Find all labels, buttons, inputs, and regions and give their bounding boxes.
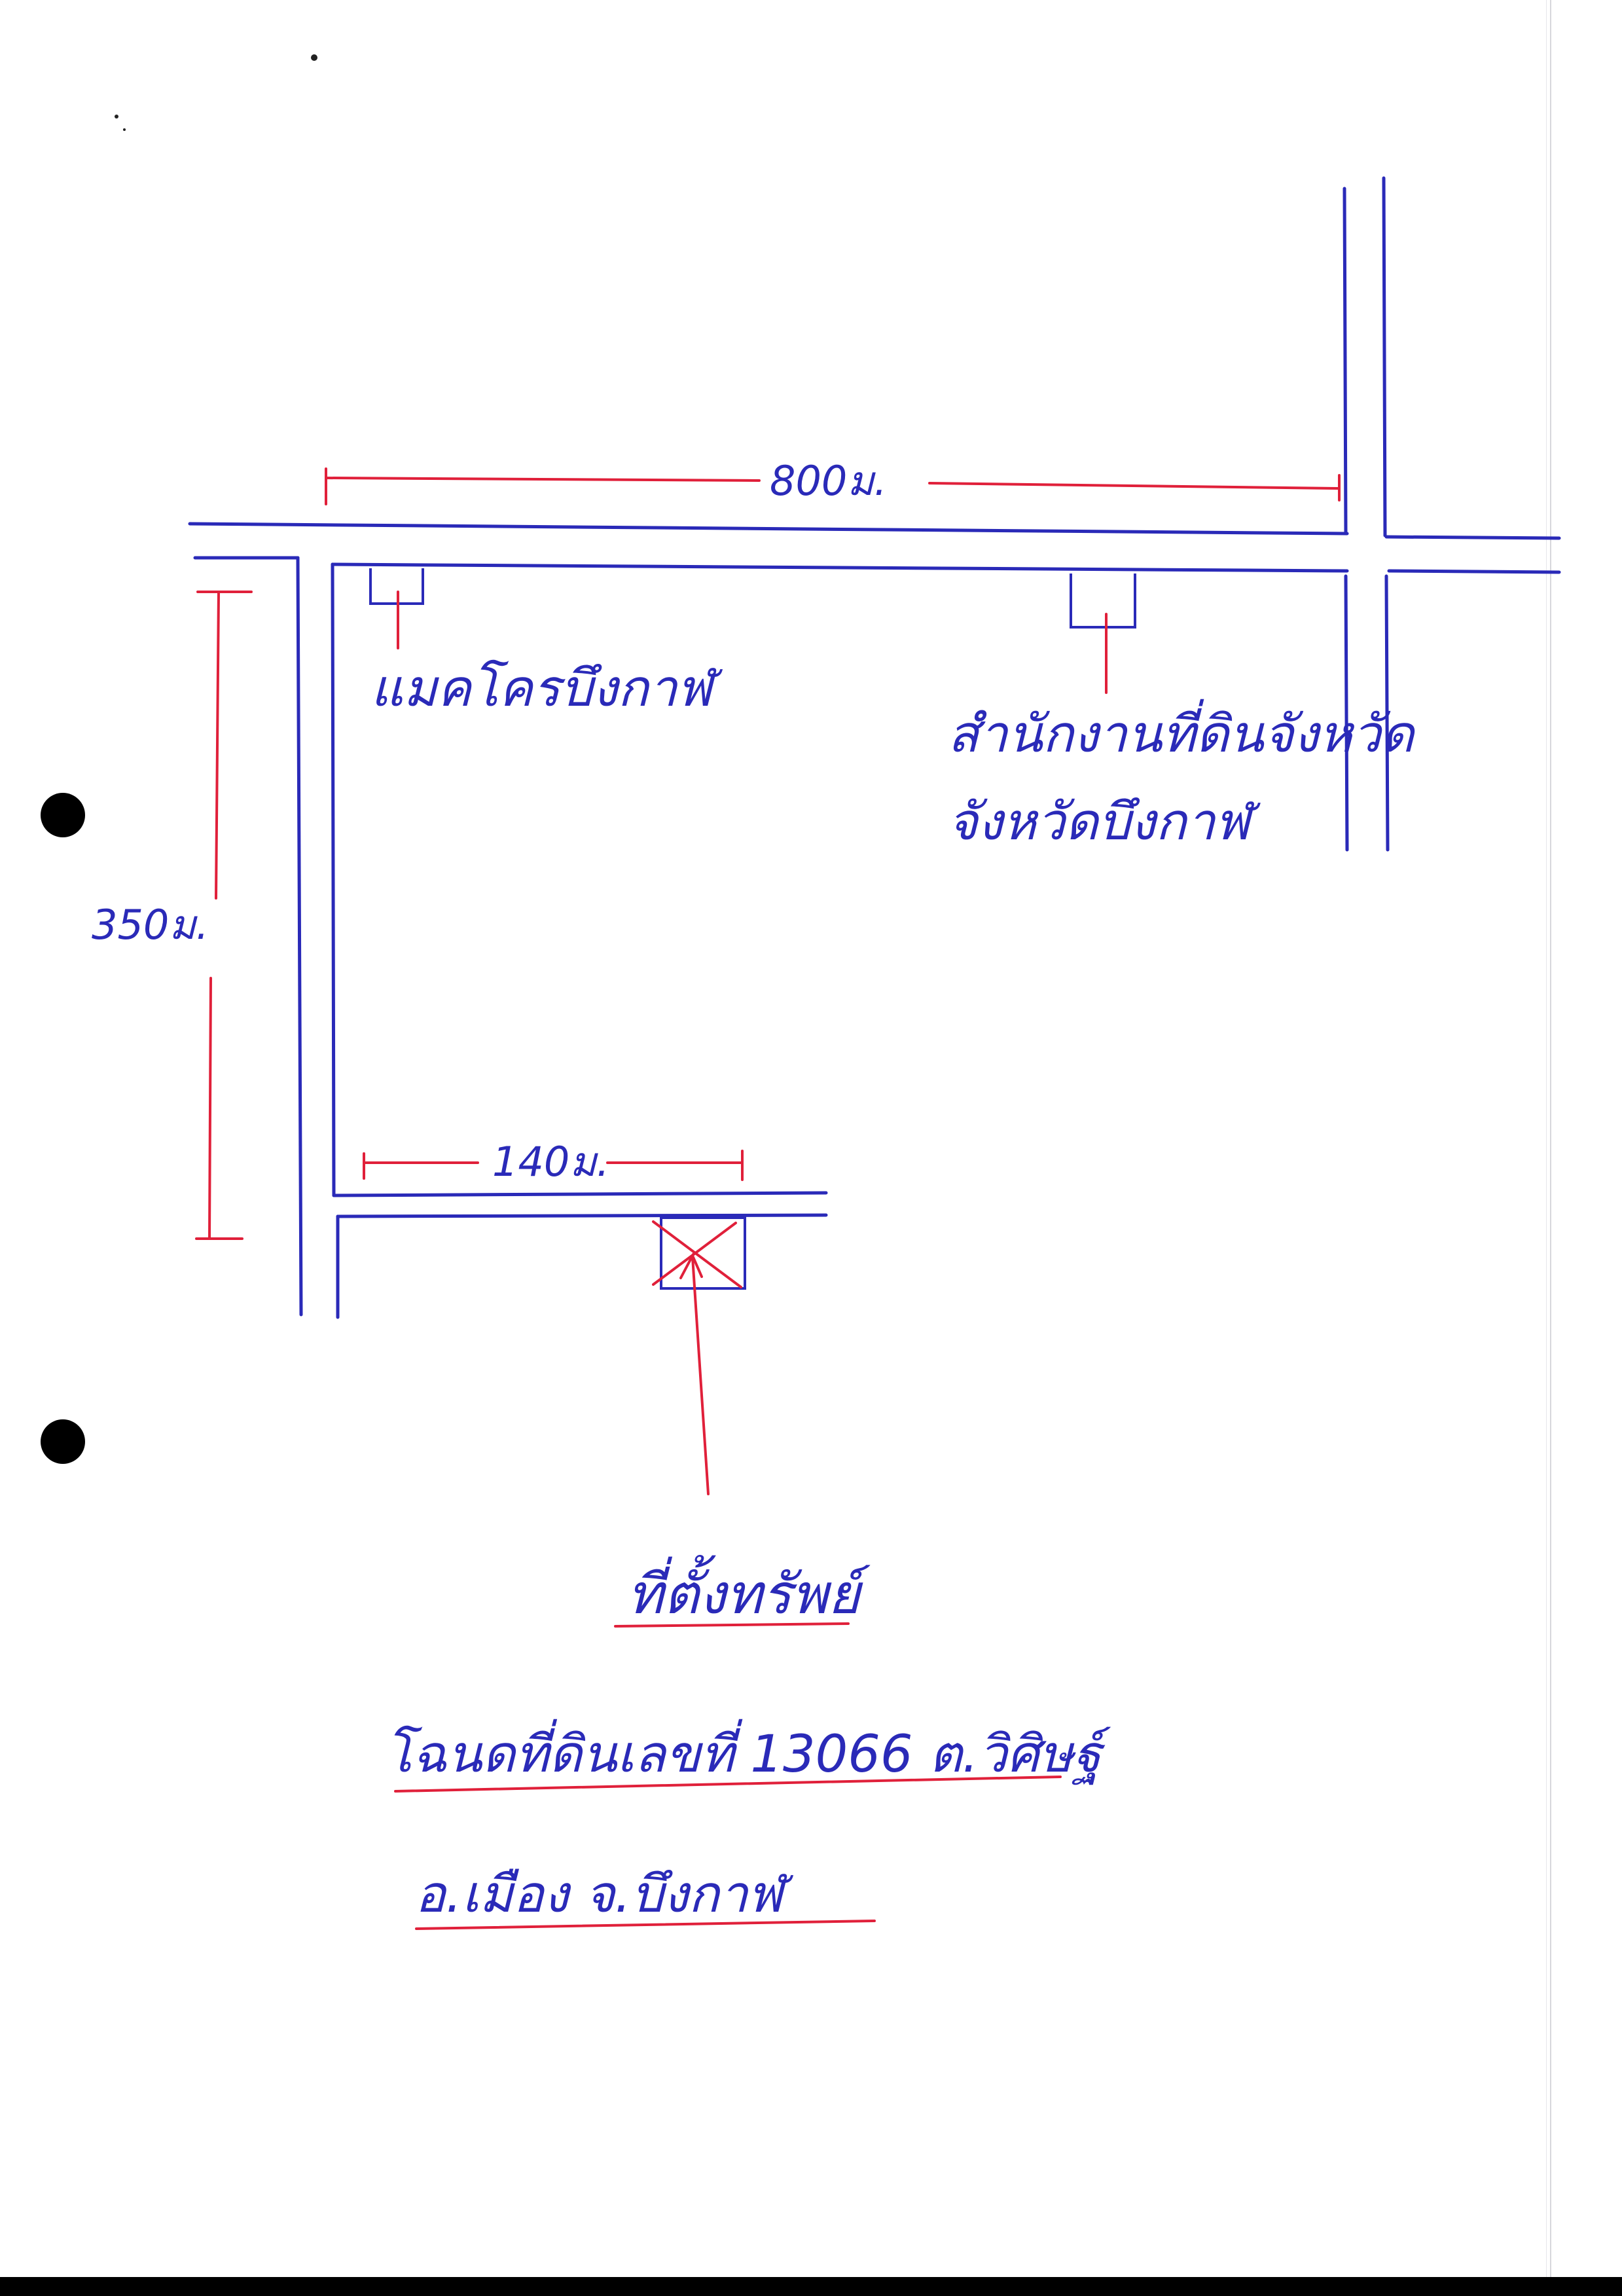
deed-underline [394,1776,1062,1793]
punch-hole [41,793,85,837]
side-street-bottom-edge [336,1213,828,1218]
property-deed-line: โฉนดที่ดินเลขที่ 13066 ต.วิศิษฐ์ [385,1719,1111,1785]
left-road-outer-edge [296,556,303,1317]
landmark-land-office-label-2: จังหวัดบึงกาฬ [948,793,1261,852]
landmark-land-office-label-1: สำนักงานที่ดินจังหวัด [948,699,1416,764]
page-margin-line [1550,0,1551,2277]
land-office-box [1070,574,1136,629]
scan-specks [115,54,317,131]
property-district-line: อ.เมือง จ.บึงกาฬ [415,1865,794,1924]
district-underline [415,1920,876,1930]
right-road-right-edge-upper [1382,176,1387,538]
main-road-top-edge [188,522,1349,536]
property-cross [652,1222,737,1286]
title-underline [614,1622,850,1628]
right-road-right-edge-lower [1384,574,1390,852]
punch-hole [41,1419,85,1464]
dimension-label-side-street: 140ม. [492,1138,609,1186]
property-arrow [691,1256,710,1495]
property-box [660,1216,746,1290]
scan-bottom-border [0,2277,1622,2296]
landmark-makro-label: แมคโครบึงกาฬ [370,659,723,718]
right-road-left-edge-lower [1344,574,1349,852]
left-road-inner-edge [331,562,336,1197]
property-arrowhead [679,1252,703,1279]
main-road-bottom-edge [331,562,1349,573]
right-road-left-edge-upper [1343,187,1348,536]
east-road-bottom [1387,569,1561,574]
property-title: ที่ตั้งทรัพย์ [627,1555,871,1626]
dimension-lines [195,467,1341,1240]
property-cross [652,1220,742,1288]
side-street-top-edge [332,1191,828,1197]
underlines [394,1622,1062,1930]
dimension-label-top-road: 800ม. [770,457,887,505]
property-marker [652,1220,742,1495]
east-road-top [1384,535,1561,540]
page-margin-line [1546,0,1547,2277]
dimension-label-left-road: 350ม. [92,901,209,949]
road-lines [188,176,1561,1319]
